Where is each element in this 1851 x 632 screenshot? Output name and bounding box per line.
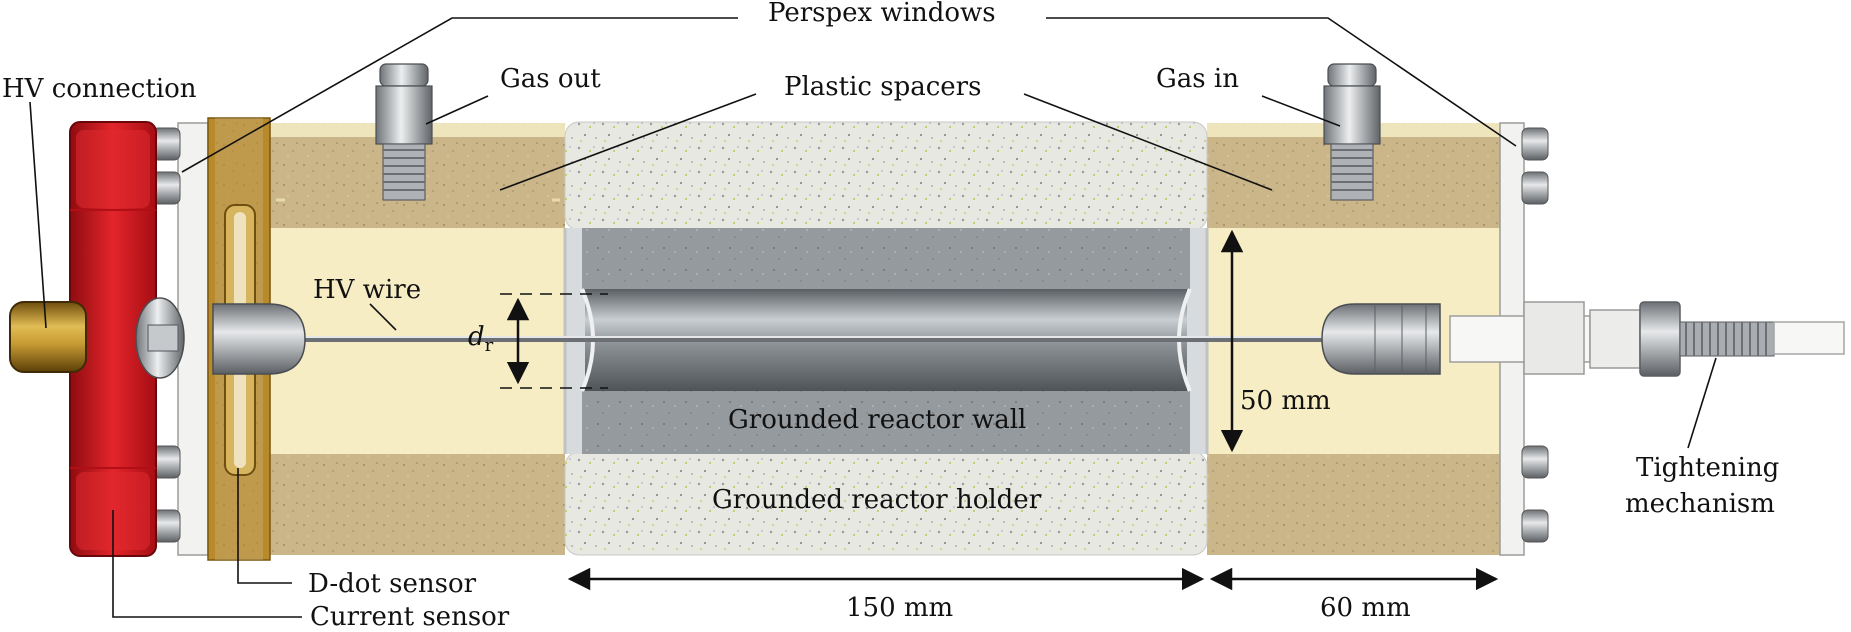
label-grounded-holder: Grounded reactor holder [712, 485, 1042, 515]
gas-out-fitting [375, 63, 433, 201]
current-sensor [69, 121, 157, 557]
label-d-dot-sensor: D-dot sensor [308, 569, 477, 599]
label-tightening-1: Tightening [1636, 453, 1779, 483]
label-tightening-2: mechanism [1625, 489, 1775, 519]
right-electrode-head [1321, 303, 1441, 375]
leader-gas-out [425, 95, 489, 125]
leader-current-sensor [112, 510, 302, 618]
leader-hv-connection [29, 101, 47, 329]
leader-lines [29, 17, 1717, 618]
gas-in-fitting [1323, 63, 1381, 201]
hv-connection-plug [9, 297, 185, 379]
label-hv-wire: HV wire [313, 275, 421, 305]
label-length-reactor: 150 mm [846, 593, 953, 623]
hv-wire [300, 336, 1330, 342]
left-electrode-head [212, 303, 306, 375]
leader-tightening [1687, 357, 1717, 449]
leader-perspex-right [1046, 17, 1517, 147]
label-plastic-spacers: Plastic spacers [784, 72, 981, 102]
dr-dimension [500, 293, 608, 389]
label-hv-connection: HV connection [2, 74, 197, 104]
label-gas-in: Gas in [1156, 64, 1239, 94]
leader-gas-in [1261, 95, 1341, 127]
label-dr: dr [468, 322, 494, 356]
label-length-spacer: 60 mm [1320, 593, 1411, 623]
leader-hv-wire [369, 303, 397, 331]
label-perspex-windows: Perspex windows [768, 0, 996, 28]
left-bolts [151, 127, 181, 543]
leader-d-dot [237, 468, 292, 584]
label-diameter: 50 mm [1240, 386, 1331, 416]
label-gas-out: Gas out [500, 64, 601, 94]
leader-spacer-left [499, 93, 757, 191]
label-grounded-wall: Grounded reactor wall [728, 405, 1026, 435]
leader-spacer-right [1023, 93, 1273, 191]
right-bolts [1521, 127, 1549, 543]
leader-perspex-left [181, 17, 738, 173]
label-current-sensor: Current sensor [310, 602, 510, 627]
tightening-mechanism [1449, 301, 1845, 377]
